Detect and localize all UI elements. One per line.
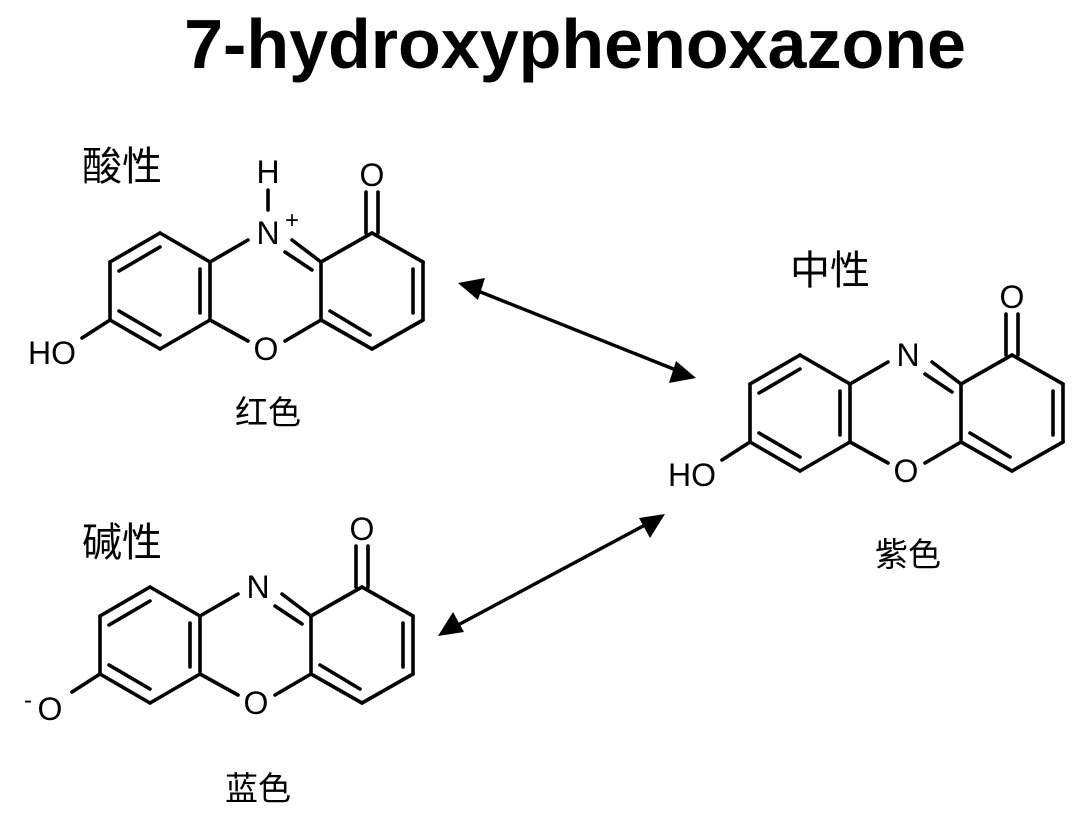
acidic-molecule: 酸性 H N + O O HO 红色 <box>28 144 425 432</box>
basic-state-label: 碱性 <box>82 520 162 566</box>
acidic-color-label: 红色 <box>235 393 301 432</box>
arrow-head-left <box>438 612 464 636</box>
acidic-carbonyl-o-atom: O <box>360 157 385 193</box>
page-title: 7-hydroxyphenoxazone <box>184 5 966 83</box>
basic-bonds <box>70 544 415 705</box>
neutral-molecule: 中性 N O O HO 紫色 <box>668 248 1065 574</box>
neutral-substituent: HO <box>668 457 716 493</box>
arrow-head-right <box>669 361 696 383</box>
neutral-n-atom: N <box>896 337 919 373</box>
neutral-state-label: 中性 <box>790 248 870 294</box>
basic-color-label: 蓝色 <box>225 769 291 808</box>
neutral-carbonyl-o-atom: O <box>1000 279 1025 315</box>
equilibrium-arrow-neutral-base <box>438 514 665 636</box>
basic-charge: - <box>24 687 32 714</box>
basic-n-atom: N <box>246 569 269 605</box>
basic-ring-o-atom: O <box>244 685 269 721</box>
acidic-substituent: HO <box>28 335 76 371</box>
acidic-ring-o-atom: O <box>254 331 279 367</box>
arrow-head-right <box>639 514 665 538</box>
equilibrium-arrow-acid-neutral <box>458 278 696 383</box>
acidic-h-atom: H <box>256 154 279 190</box>
neutral-bonds <box>720 312 1065 473</box>
neutral-ring-o-atom: O <box>894 453 919 489</box>
acidic-state-label: 酸性 <box>82 144 162 190</box>
arrow-head-left <box>458 278 485 300</box>
neutral-color-label: 紫色 <box>875 535 941 574</box>
acidic-n-atom: N <box>256 215 279 251</box>
acidic-bonds <box>80 190 425 351</box>
basic-carbonyl-o-atom: O <box>350 511 375 547</box>
basic-molecule: 碱性 N O O - O 蓝色 <box>24 511 415 808</box>
basic-substituent: O <box>38 691 63 727</box>
acidic-charge: + <box>285 207 299 234</box>
